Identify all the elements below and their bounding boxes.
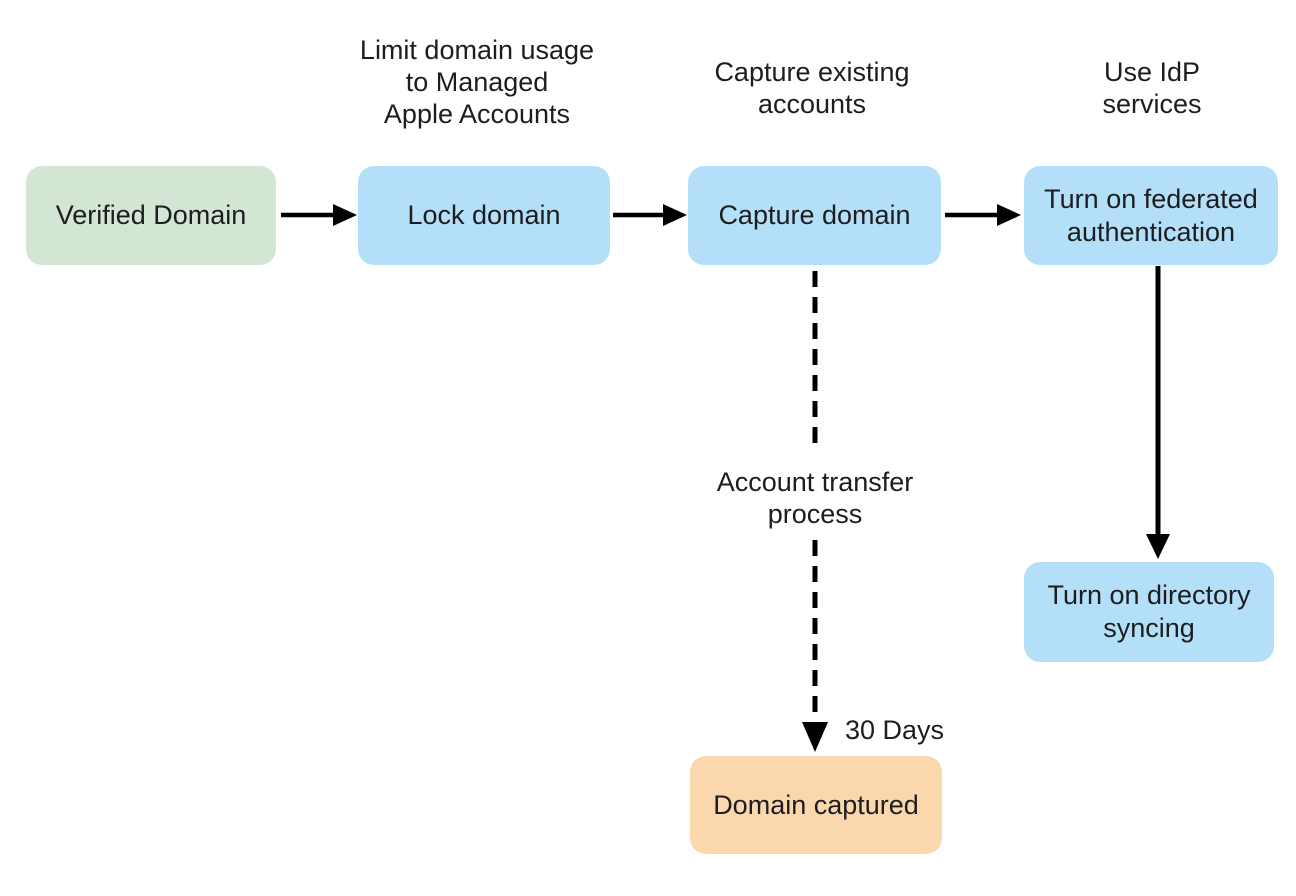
node-lock-domain: Lock domain [358, 166, 610, 265]
node-turn-on-federated-authentication: Turn on federated authentication [1024, 166, 1278, 265]
node-turn-on-directory-syncing: Turn on directory syncing [1024, 562, 1274, 662]
node-verified-domain: Verified Domain [26, 166, 276, 265]
arrow-lock-to-capture [613, 204, 687, 226]
node-capture-domain: Capture domain [688, 166, 941, 265]
annotation-capture-existing-accounts: Capture existing accounts [714, 57, 910, 119]
arrow-capture-to-federated [945, 204, 1021, 226]
annotation-use-idp-services: Use IdP services [1102, 57, 1202, 119]
node-domain-captured: Domain captured [690, 756, 942, 854]
annotation-30-days: 30 Days [845, 715, 945, 745]
arrow-federated-to-directory [1146, 266, 1170, 559]
arrow-verified-to-lock [281, 204, 357, 226]
annotation-limit-domain-usage: Limit domain usage to Managed Apple Acco… [359, 35, 595, 129]
annotation-account-transfer-process: Account transfer process [716, 467, 914, 529]
